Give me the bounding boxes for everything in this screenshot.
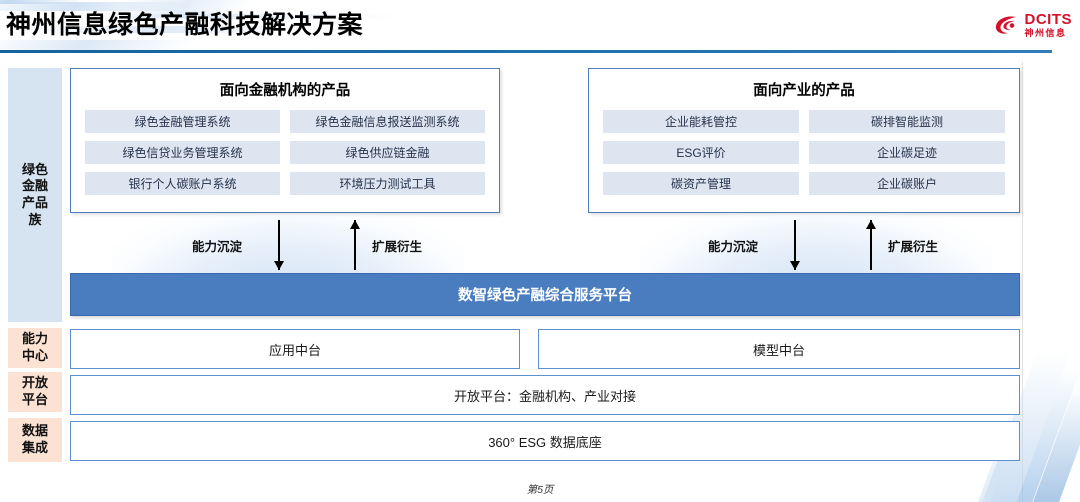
sidebar-item-green-finance-product-family[interactable]: 绿色 金融 产品 族: [8, 68, 62, 322]
layer-box-open-platform[interactable]: 开放平台：金融机构、产业对接: [70, 375, 1020, 415]
layer-label: 开放平台：金融机构、产业对接: [453, 388, 636, 404]
logo-text-cn: 神州信息: [1024, 28, 1067, 38]
sidebar-label: 能力 中心: [21, 331, 48, 363]
sidebar-label: 开放 平台: [21, 375, 48, 407]
sidebar-item-capability-center[interactable]: 能力 中心: [8, 328, 62, 368]
layer-label: 模型中台: [752, 342, 805, 358]
product-chip[interactable]: 绿色金融管理系统: [85, 110, 280, 133]
flow-label-up: 扩展衍生: [888, 239, 939, 254]
arrow-down-icon: [788, 220, 802, 270]
arrow-up-icon: [864, 220, 878, 270]
page-number: 第5页: [526, 484, 554, 496]
product-box-title: 面向金融机构的产品: [219, 83, 351, 99]
sidebar-label: 数据 集成: [21, 423, 48, 455]
header-streak-decor: [0, 0, 98, 4]
product-chip[interactable]: 绿色金融信息报送监测系统: [290, 110, 485, 133]
product-chip[interactable]: 银行个人碳账户系统: [85, 172, 280, 195]
layer-box-application-midplatform[interactable]: 应用中台: [70, 329, 520, 369]
product-chip[interactable]: 碳排智能监测: [809, 110, 1005, 133]
platform-bar[interactable]: 数智绿色产融综合服务平台: [70, 273, 1020, 316]
product-chip-grid: 企业能耗管控 碳排智能监测 ESG评价 企业碳足迹 碳资产管理 企业碳账户: [589, 100, 1019, 195]
product-chip[interactable]: 环境压力测试工具: [290, 172, 485, 195]
product-chip[interactable]: 绿色信贷业务管理系统: [85, 141, 280, 164]
product-chip[interactable]: 企业能耗管控: [603, 110, 799, 133]
flow-group-right: 能力沉淀 扩展衍生: [708, 216, 938, 274]
layer-label: 应用中台: [268, 342, 321, 358]
arrow-up-icon: [348, 220, 362, 270]
flow-label-up: 扩展衍生: [372, 239, 423, 254]
page-title: 神州信息绿色产融科技解决方案: [6, 11, 364, 39]
product-chip[interactable]: 企业碳足迹: [809, 141, 1005, 164]
sidebar-item-data-integration[interactable]: 数据 集成: [8, 418, 62, 462]
product-box-title: 面向产业的产品: [753, 83, 855, 99]
dcits-logo: DCITS 神州信息: [994, 8, 1073, 42]
logo-text-en: DCITS: [1024, 11, 1072, 28]
layer-box-model-midplatform[interactable]: 模型中台: [538, 329, 1020, 369]
right-edge-hairline: [1022, 62, 1023, 502]
product-chip[interactable]: 企业碳账户: [809, 172, 1005, 195]
product-chip[interactable]: 碳资产管理: [603, 172, 799, 195]
flow-label-down: 能力沉淀: [192, 239, 243, 254]
flow-group-left: 能力沉淀 扩展衍生: [192, 216, 422, 274]
slide-header: 神州信息绿色产融科技解决方案 DCITS 神州信息: [0, 0, 1080, 53]
product-chip[interactable]: ESG评价: [603, 141, 799, 164]
header-streak-decor: [0, 40, 194, 50]
layer-label: 360° ESG 数据底座: [488, 434, 602, 450]
header-divider: [0, 50, 1052, 53]
arrow-down-icon: [272, 220, 286, 270]
logo-swoosh-icon: [995, 16, 1016, 34]
sidebar-label: 绿色 金融 产品 族: [21, 161, 48, 227]
layer-box-data-foundation[interactable]: 360° ESG 数据底座: [70, 421, 1020, 461]
platform-label: 数智绿色产融综合服务平台: [458, 288, 632, 304]
sidebar-item-open-platform[interactable]: 开放 平台: [8, 372, 62, 412]
product-box-financial-institutions: 面向金融机构的产品 绿色金融管理系统 绿色金融信息报送监测系统 绿色信贷业务管理…: [70, 68, 500, 213]
flow-label-down: 能力沉淀: [708, 239, 759, 254]
product-chip-grid: 绿色金融管理系统 绿色金融信息报送监测系统 绿色信贷业务管理系统 绿色供应链金融…: [71, 100, 499, 195]
product-chip[interactable]: 绿色供应链金融: [290, 141, 485, 164]
product-box-industry: 面向产业的产品 企业能耗管控 碳排智能监测 ESG评价 企业碳足迹 碳资产管理 …: [588, 68, 1020, 213]
